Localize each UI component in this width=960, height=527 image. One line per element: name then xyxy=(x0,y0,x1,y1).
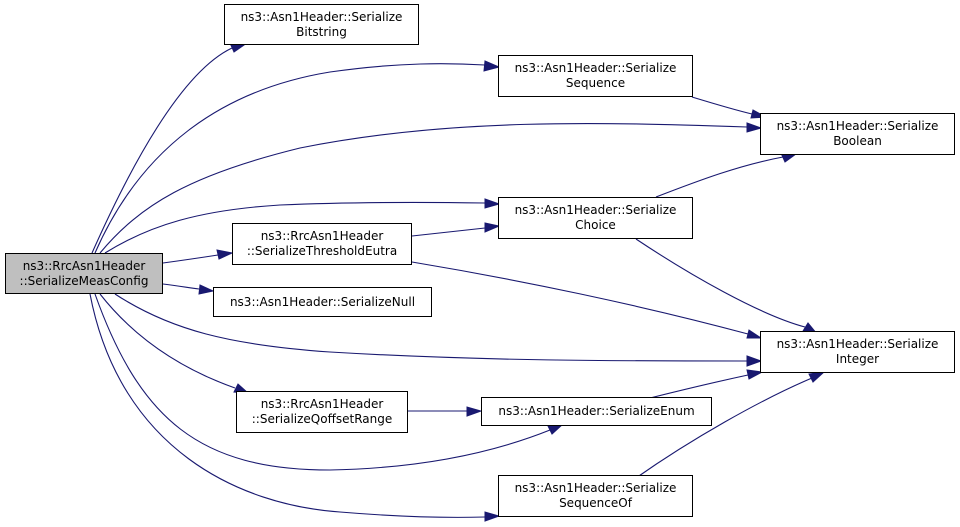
node-label-line: ns3::RrcAsn1Header xyxy=(260,229,384,243)
node-label-line: ::SerializeThresholdEutra xyxy=(246,244,398,258)
node-serialize-bitstring[interactable]: ns3::Asn1Header::Serialize Bitstring xyxy=(224,4,419,45)
edge-root-to-bitstring xyxy=(91,47,233,254)
arrow-choice xyxy=(484,198,501,209)
node-serialize-null[interactable]: ns3::Asn1Header::SerializeNull xyxy=(213,287,432,317)
node-label-line: Bitstring xyxy=(296,24,347,39)
edge-root-to-boolean xyxy=(99,122,748,254)
node-label-line: ns3::Asn1Header::Serialize xyxy=(240,9,403,24)
node-label-line: ns3::Asn1Header::Serialize xyxy=(514,481,677,495)
node-label-line: Boolean xyxy=(833,134,882,148)
edge-enum-to-integer xyxy=(649,374,749,399)
node-serialize-choice[interactable]: ns3::Asn1Header::Serialize Choice xyxy=(498,197,693,239)
node-label-line: Choice xyxy=(575,218,616,232)
node-label-line: ns3::Asn1Header::SerializeEnum xyxy=(498,404,695,418)
arrow-threshold xyxy=(216,249,234,260)
node-label-line: ns3::Asn1Header::Serialize xyxy=(514,61,677,75)
node-serialize-sequence-of[interactable]: ns3::Asn1Header::Serialize SequenceOf xyxy=(498,475,693,517)
node-label-line: Integer xyxy=(835,352,880,366)
edge-threshold-to-choice xyxy=(411,227,486,237)
edge-choice-to-integer xyxy=(635,238,806,328)
node-serialize-enum[interactable]: ns3::Asn1Header::SerializeEnum xyxy=(481,397,712,426)
arrow-qoffset-enum xyxy=(466,406,483,417)
edge-root-to-qoffset xyxy=(99,293,236,389)
edge-sequence-to-boolean xyxy=(691,96,753,115)
edge-root-to-threshold xyxy=(162,254,219,264)
arrow-boolean xyxy=(746,122,763,133)
edge-sequenceof-to-integer xyxy=(635,377,813,479)
node-label-line: ::SerializeMeasConfig xyxy=(19,273,149,288)
node-label-line: ns3::RrcAsn1Header xyxy=(260,397,384,411)
arrow-sequenceof xyxy=(484,511,501,522)
edge-threshold-to-integer xyxy=(411,261,749,335)
node-label-line: ns3::RrcAsn1Header xyxy=(22,258,146,273)
arrow-integer xyxy=(746,355,763,367)
edge-root-to-choice xyxy=(104,201,486,254)
node-label-line: ns3::Asn1Header::Serialize xyxy=(514,203,677,217)
arrow-sequenceof-integer xyxy=(808,371,826,383)
node-label-line: ::SerializeQoffsetRange xyxy=(251,412,393,426)
node-serialize-threshold-eutra[interactable]: ns3::RrcAsn1Header ::SerializeThresholdE… xyxy=(232,223,412,265)
arrow-sequence xyxy=(483,60,501,72)
node-serialize-meas-config[interactable]: ns3::RrcAsn1Header ::SerializeMeasConfig xyxy=(5,253,163,294)
edge-root-to-null xyxy=(162,283,200,290)
arrow-enum-integer xyxy=(746,369,764,380)
node-label-line: Sequence xyxy=(565,76,626,90)
edge-root-to-integer xyxy=(114,293,748,362)
node-label-line: SequenceOf xyxy=(559,496,632,510)
edge-root-to-enum xyxy=(94,293,551,471)
node-serialize-qoffset-range[interactable]: ns3::RrcAsn1Header ::SerializeQoffsetRan… xyxy=(236,391,408,433)
node-serialize-boolean[interactable]: ns3::Asn1Header::Serialize Boolean xyxy=(760,113,955,155)
node-label-line: ns3::Asn1Header::SerializeNull xyxy=(229,294,416,309)
edge-root-to-sequence xyxy=(94,63,486,254)
node-serialize-integer[interactable]: ns3::Asn1Header::Serialize Integer xyxy=(760,331,955,373)
node-label-line: ns3::Asn1Header::Serialize xyxy=(776,119,939,133)
edge-root-to-sequenceof xyxy=(89,293,486,518)
arrow-threshold-choice xyxy=(484,222,501,233)
node-serialize-sequence[interactable]: ns3::Asn1Header::Serialize Sequence xyxy=(498,55,693,97)
arrow-threshold-integer xyxy=(746,329,763,339)
arrow-null xyxy=(198,284,215,295)
edge-choice-to-boolean xyxy=(655,156,784,198)
node-label-line: ns3::Asn1Header::Serialize xyxy=(776,337,939,351)
